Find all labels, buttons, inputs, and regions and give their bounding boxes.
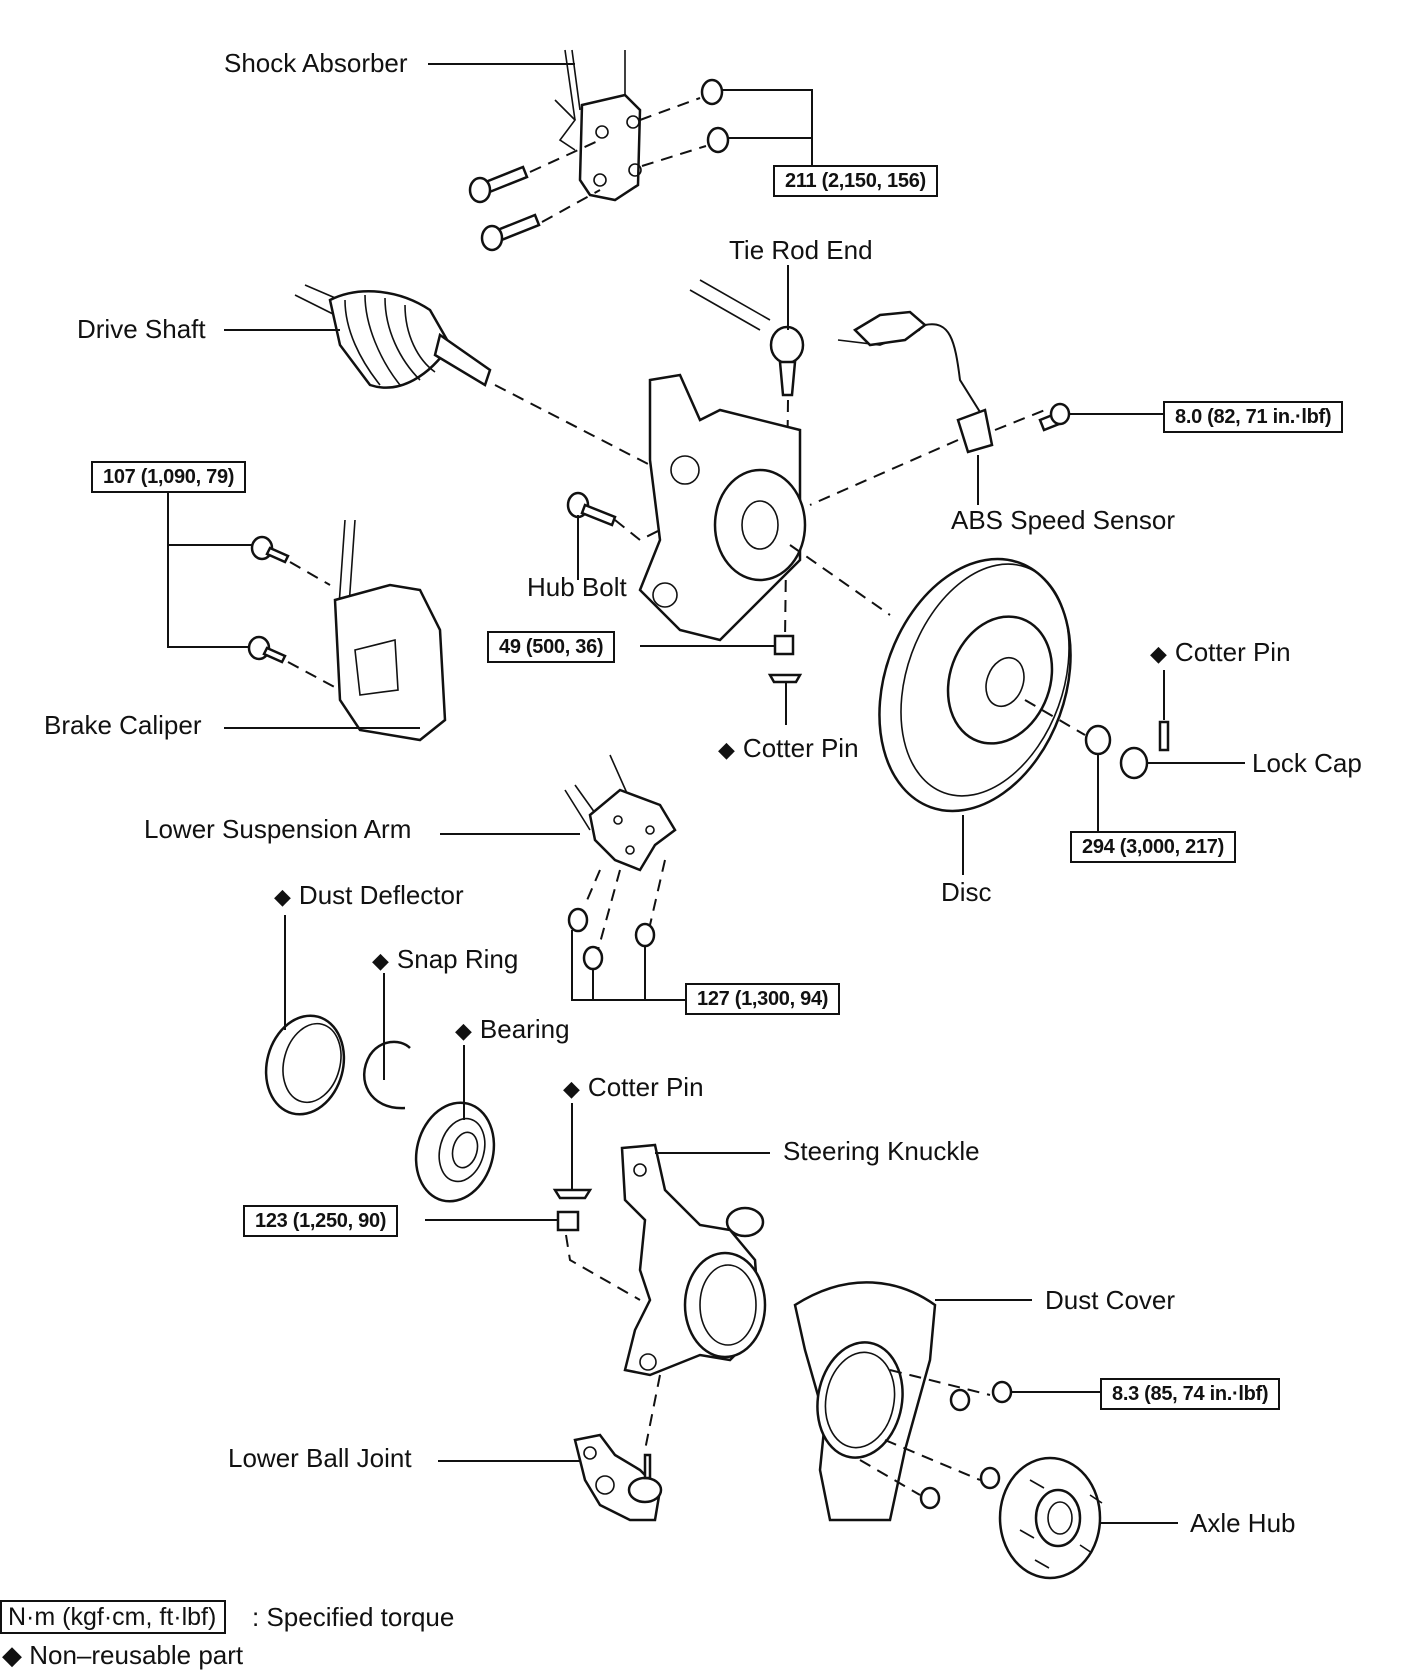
hub-bolt-part [566,491,661,542]
label-dust-deflector: ◆Dust Deflector [274,880,464,910]
brake-caliper-part [247,519,447,742]
label-lower-suspension-arm: Lower Suspension Arm [144,814,412,844]
tie-rod-nut [773,634,795,656]
label-brake-caliper: Brake Caliper [44,710,202,740]
snap-ring-part [363,1040,411,1110]
label-abs-speed-sensor: ABS Speed Sensor [951,505,1176,535]
label-lower-ball-joint: Lower Ball Joint [228,1443,412,1473]
non-reusable-diamond-icon: ◆ [1150,641,1167,666]
torque-abs-sensor-bolt: 8.0 (82, 71 in.·lbf) [1163,401,1344,433]
dust-cover-part [793,1281,1013,1522]
label-shock-absorber: Shock Absorber [224,48,408,78]
label-disc: Disc [941,877,992,907]
label-axle-hub: Axle Hub [1190,1508,1296,1538]
label-tie-rod-end: Tie Rod End [729,235,873,265]
drive-shaft-part [294,284,701,501]
non-reusable-diamond-icon: ◆ [563,1076,580,1101]
torque-shock-absorber-nuts: 211 (2,150, 156) [773,165,938,197]
cotter-pin-hub-part [1158,720,1170,752]
shock-bolts [468,78,730,252]
non-reusable-diamond-icon: ◆ [718,737,735,762]
label-hub-bolt: Hub Bolt [527,572,627,602]
legend-non-reusable: ◆ Non–reusable part [2,1640,244,1670]
label-cotter-pin-hub: ◆Cotter Pin [1150,637,1291,667]
lock-cap-part [1119,746,1149,780]
dust-deflector-part [264,1014,346,1116]
label-dust-cover: Dust Cover [1045,1285,1176,1315]
steering-knuckle-part [620,1143,767,1451]
disc-part [878,557,1086,813]
bearing-part [414,1101,496,1203]
torque-tie-rod-nut: 49 (500, 36) [487,631,616,663]
knuckle-assembly-part [638,373,891,642]
torque-lower-arm-bolts: 127 (1,300, 94) [685,983,841,1015]
non-reusable-diamond-icon: ◆ [274,884,291,909]
non-reusable-diamond-icon: ◆ [455,1018,472,1043]
cotter-pin-tie-rod-part [767,673,803,684]
legend-torque-description: : Specified torque [252,1602,455,1632]
non-reusable-diamond-icon: ◆ [372,948,389,973]
label-lock-cap: Lock Cap [1252,748,1362,778]
hub-nut [1084,724,1112,756]
abs-sensor-part [809,310,1071,506]
label-snap-ring: ◆Snap Ring [372,944,519,974]
cotter-pin-ball-joint-part [552,1188,593,1200]
torque-ball-joint-nut: 123 (1,250, 90) [243,1205,399,1237]
ball-joint-nut [556,1210,580,1232]
torque-dust-cover-bolts: 8.3 (85, 74 in.·lbf) [1100,1378,1281,1410]
legend-torque-unit-box: N·m (kgf·cm, ft·lbf) [0,1600,227,1634]
axle-hub-part [998,1456,1103,1580]
label-steering-knuckle: Steering Knuckle [783,1136,980,1166]
torque-brake-caliper-bolts: 107 (1,090, 79) [91,461,247,493]
lower-suspension-arm-part [564,754,677,971]
label-bearing: ◆Bearing [455,1014,570,1044]
torque-hub-nut: 294 (3,000, 217) [1070,831,1236,863]
shock-absorber-part [554,49,642,202]
label-cotter-pin-ball-joint: ◆Cotter Pin [563,1072,704,1102]
label-cotter-pin-tie-rod: ◆Cotter Pin [718,733,859,763]
lower-ball-joint-part [573,1433,663,1522]
label-drive-shaft: Drive Shaft [77,314,206,344]
